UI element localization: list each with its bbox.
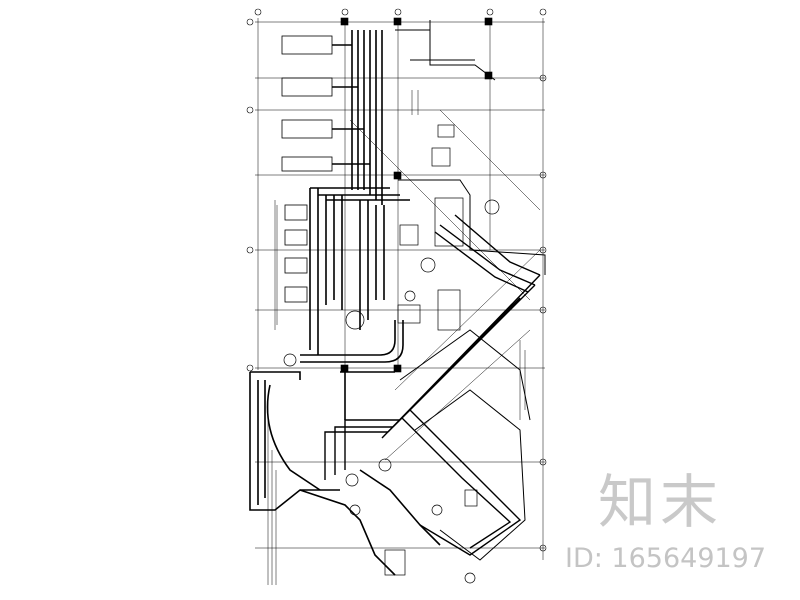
watermark-logo: 知末 bbox=[598, 468, 723, 536]
chiller-units bbox=[281, 35, 333, 303]
valves-and-fittings bbox=[283, 124, 500, 584]
grid-lines bbox=[255, 18, 545, 560]
lower-loop bbox=[249, 371, 441, 576]
watermark-id: ID: 165649197 bbox=[565, 543, 767, 574]
annotation-marks bbox=[267, 90, 526, 585]
pipe-risers bbox=[300, 30, 410, 363]
diagonal-pipe-bundle bbox=[324, 214, 541, 556]
